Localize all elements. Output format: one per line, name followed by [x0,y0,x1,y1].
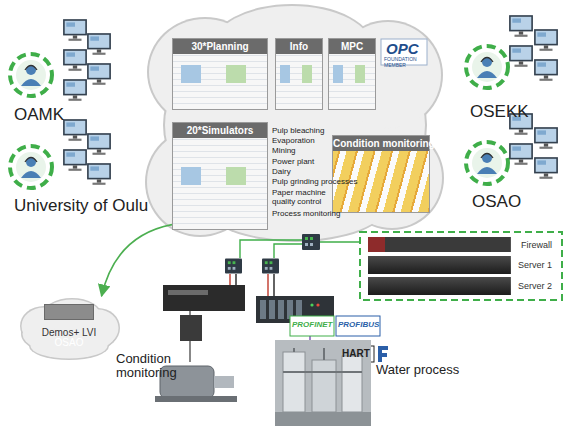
node-title: 30*Planning [173,39,267,54]
text-label: HART [342,348,374,359]
tank [312,360,336,412]
motor-base [155,396,237,402]
io-card [260,300,266,319]
user-group-osekk [466,15,558,88]
io-card [278,300,284,319]
motor-shaft [214,376,234,388]
monitor-icon [534,29,558,51]
wire [318,241,360,242]
controller-slot [168,290,208,295]
profinet-logo [290,316,334,336]
user-group-osao [466,113,558,184]
wire [267,274,268,296]
user-icon [10,146,52,188]
node-title: MPC [329,39,375,54]
fieldbus-logo [378,346,388,362]
cloud-fill [147,6,442,240]
monitor-icon [87,133,111,155]
network-switch [302,234,320,250]
tank [342,356,362,412]
text-label: Mining [272,147,342,156]
screen-panel: Info [275,38,323,110]
node-title: Server 1 [518,256,552,274]
user-group-oamk [10,19,111,101]
node-title: Info [276,39,322,54]
status-led [310,303,313,306]
screen-panel: 20*Simulators [172,122,268,230]
wire [229,274,230,286]
user-icon [10,54,52,96]
screen-panel: MPC [328,38,376,110]
text-label: OAMK [14,106,104,125]
cloud-outline [145,4,444,242]
monitor-icon [534,59,558,81]
text-label: Process monitoring [272,210,352,219]
text-label: FOUNDATION MEMBER [384,57,428,68]
text-label: PROFIBUS [338,321,380,330]
monitor-icon [87,63,111,85]
text-label: Water process [376,363,486,377]
monitor-icon [87,33,111,55]
user-group-oulu [10,119,111,188]
monitor-icon [534,157,558,179]
monitor-icon [87,163,111,185]
text-label: OSAO [472,193,562,212]
text-label: OPC [386,41,430,58]
node-title: Server 2 [518,277,552,295]
text-label: PROFINET [292,321,334,330]
monitor-icon [63,79,87,101]
site-tag: OSAO [44,304,94,320]
floor [275,412,371,426]
io-module [180,315,202,341]
wire [274,244,302,258]
monitor-icon [63,19,87,41]
text-label: Pulp grinding processes [272,178,362,187]
rack-frame [360,232,562,300]
cloud-box: Demos+ LVIOSAO [14,296,124,362]
wire [273,274,274,296]
node-title: OSAO [45,336,93,350]
text-label: Pulp bleaching [272,127,342,136]
monitor-icon [509,15,533,37]
connector-arrow [102,225,172,296]
text-label: Paper machine quality control [272,189,344,207]
user-icon [466,142,508,184]
network-switch [225,258,242,273]
user-icon [466,46,508,88]
text-label: Condition monitoring [116,352,194,381]
wire [240,240,302,258]
node-title: Demos+ LVI [14,327,124,338]
server-unit: Server 1 [368,256,556,274]
monitor-icon [63,49,87,71]
profibus-logo [336,316,380,336]
network-switch [262,258,279,273]
text-label: Dairy [272,168,342,177]
text-label: Power plant [272,158,342,167]
node-title: Firewall [521,237,552,252]
io-card [269,300,275,319]
node-title: Condition monitoring [333,136,429,151]
screen-panel: 30*Planning [172,38,268,110]
monitor-icon [509,143,533,165]
controller-unit [163,285,245,311]
text-label: Evaporation [272,137,342,146]
monitor-icon [63,149,87,171]
monitor-icon [63,119,87,141]
status-led [316,303,319,306]
monitor-icon [509,45,533,67]
wire [235,274,236,286]
monitor-icon [534,127,558,149]
node-title: 20*Simulators [173,123,267,138]
server-unit: Server 2 [368,277,556,295]
text-label: OSEKK [470,103,560,122]
server-unit: Firewall [368,237,556,252]
text-label: University of Oulu [14,197,174,216]
tank [283,352,305,412]
screen-panel: Condition monitoring [332,135,430,213]
